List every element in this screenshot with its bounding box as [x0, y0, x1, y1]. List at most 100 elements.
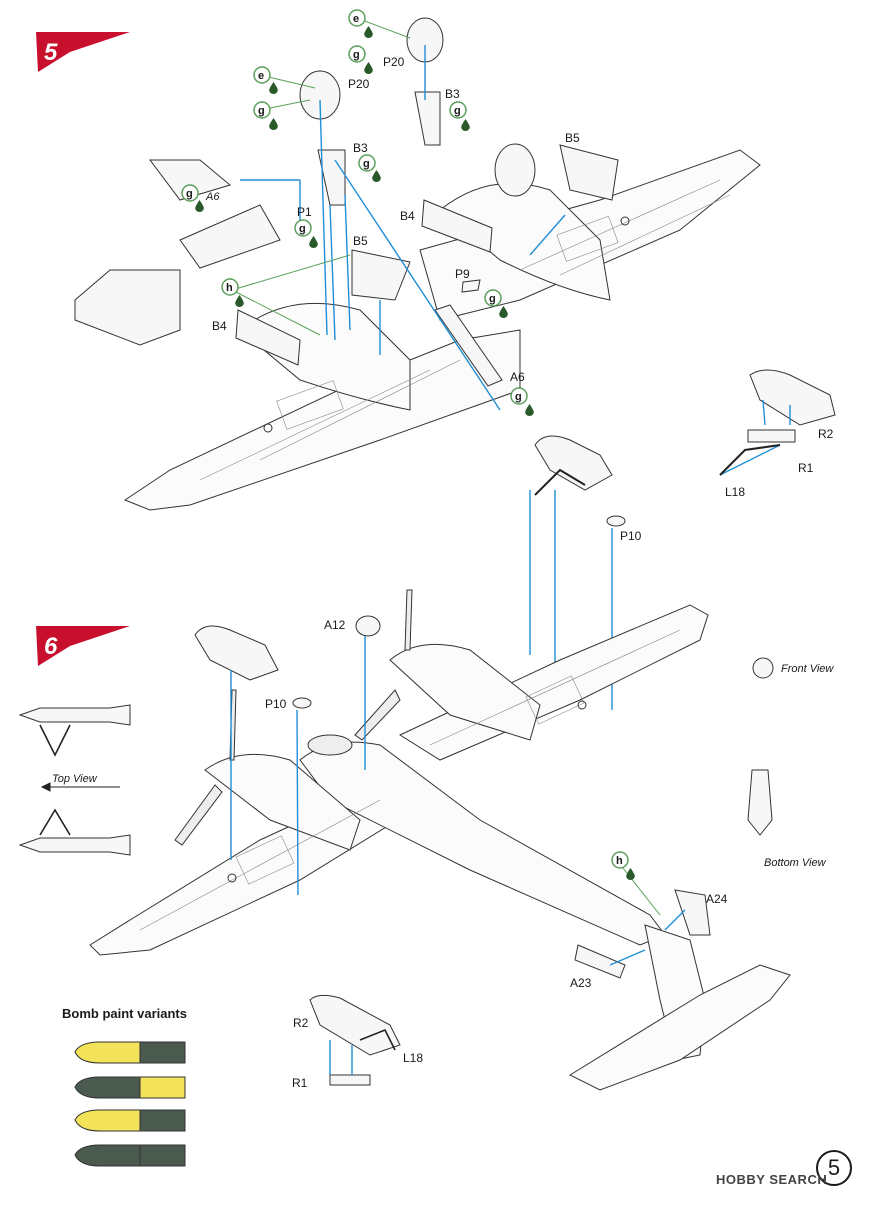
bomb-variant-2: [74, 1076, 186, 1099]
svg-text:e: e: [353, 13, 359, 25]
step-5-number: 5: [44, 39, 58, 66]
bomb-paint-variants: [74, 1041, 186, 1167]
step-5-banner: 5: [36, 32, 130, 72]
step-5-labels: P20 P20 B3 B3 B5 B5 B4 B4 A6 P1 P9 A6 R2…: [205, 55, 834, 543]
label-a6-small: A6: [205, 191, 220, 203]
label-p1: P1: [297, 205, 312, 219]
label-r1-step6: R1: [292, 1076, 308, 1090]
label-bottom-view: Bottom View: [764, 857, 827, 869]
wire-l18-step5: [719, 444, 781, 476]
bomb-step6: [194, 625, 279, 681]
part-p10: [292, 697, 312, 709]
wire-l18-step6: [359, 1028, 396, 1051]
step-6-number: 6: [44, 633, 58, 660]
part-a23: [574, 944, 626, 979]
door-b4-right: [421, 199, 493, 253]
label-p10: P10: [265, 697, 287, 711]
rack-r1: [747, 429, 796, 443]
label-top-view: Top View: [52, 773, 98, 785]
label-b4-right: B4: [400, 209, 415, 223]
svg-text:h: h: [616, 855, 623, 867]
label-p10-step5: P10: [620, 529, 642, 543]
strut-b3-right: [414, 91, 441, 146]
paint-callouts-step5: e g e g g g g g h g g: [181, 9, 534, 416]
page-number: 5: [816, 1150, 852, 1186]
label-l18-step5: L18: [725, 485, 745, 499]
seat-floor: [179, 204, 281, 269]
step-6-aircraft: [89, 604, 791, 1091]
step-5-guides: [240, 45, 791, 710]
part-a12: [355, 615, 381, 637]
svg-text:g: g: [258, 105, 265, 117]
prop-right-blade-2: [354, 689, 401, 741]
label-r2-step5: R2: [818, 427, 834, 441]
label-p20-right: P20: [383, 55, 405, 69]
label-b5-right: B5: [565, 131, 580, 145]
step-5-paint-leaders: [231, 19, 411, 336]
label-p9: P9: [455, 267, 470, 281]
bomb-front: [752, 657, 774, 679]
svg-text:g: g: [363, 158, 370, 170]
svg-text:e: e: [258, 70, 264, 82]
door-b5-left: [351, 249, 411, 301]
svg-text:g: g: [489, 293, 496, 305]
svg-text:g: g: [299, 223, 306, 235]
rudder-pedals: [149, 159, 232, 201]
label-b5-left: B5: [353, 234, 368, 248]
bomb-variant-4: [74, 1144, 186, 1167]
bomb-side-1: [18, 704, 131, 726]
label-b3-right: B3: [445, 87, 460, 101]
label-b3-left: B3: [353, 141, 368, 155]
step-6-banner: 6: [36, 626, 130, 666]
bomb-detail-step6: [309, 994, 401, 1056]
svg-text:h: h: [226, 282, 233, 294]
seat-assembly: [74, 269, 181, 346]
label-r2-step6: R2: [293, 1016, 309, 1030]
bomb-step5: [534, 435, 613, 491]
door-b5-right: [559, 144, 619, 201]
svg-text:g: g: [454, 105, 461, 117]
bomb-detail: [749, 369, 836, 426]
door-b4-left: [235, 309, 301, 366]
top-view-arrow: [40, 782, 120, 792]
label-r1-step5: R1: [798, 461, 814, 475]
bomb-variant-1: [74, 1041, 186, 1064]
wire-bomb-step5: [534, 468, 586, 496]
paint-callouts-step6: h: [611, 851, 635, 880]
label-a12: A12: [324, 618, 346, 632]
svg-text:g: g: [353, 49, 360, 61]
crutch-top-view-2: [39, 808, 71, 836]
label-front-view: Front View: [781, 663, 834, 675]
bomb-variant-3: [74, 1109, 186, 1132]
part-a24: [674, 889, 711, 936]
step-5-aircraft: [123, 149, 761, 511]
rack-r1-step6: [329, 1074, 371, 1086]
bomb-variants-title: Bomb paint variants: [62, 1006, 187, 1021]
label-a6: A6: [510, 370, 525, 384]
prop-right-blade-1: [404, 589, 413, 651]
step-6-parts: [18, 615, 774, 1086]
crutch-top-view-1: [39, 724, 71, 757]
bomb-bottom: [747, 769, 773, 836]
tail-plane: [568, 964, 791, 1091]
prop-left-blade-2: [174, 784, 223, 846]
step-6-guides: [230, 636, 686, 1075]
part-p9: [461, 279, 481, 293]
watermark: HOBBY SEARCH: [716, 1172, 828, 1187]
label-a24: A24: [706, 892, 728, 906]
part-p10-step5: [606, 515, 626, 527]
label-a23: A23: [570, 976, 592, 990]
svg-text:g: g: [515, 391, 522, 403]
step-6-labels: A12 P10 Front View Top View Bottom View …: [52, 618, 834, 1090]
label-b4-left: B4: [212, 319, 227, 333]
label-p20-left: P20: [348, 77, 370, 91]
bomb-side-2: [18, 834, 131, 856]
propellers: [174, 589, 413, 846]
cockpit-canopy: [307, 734, 353, 756]
bay-door-a6: [434, 304, 503, 387]
svg-text:g: g: [186, 188, 193, 200]
label-l18-step6: L18: [403, 1051, 423, 1065]
wheel-installed: [494, 143, 536, 197]
